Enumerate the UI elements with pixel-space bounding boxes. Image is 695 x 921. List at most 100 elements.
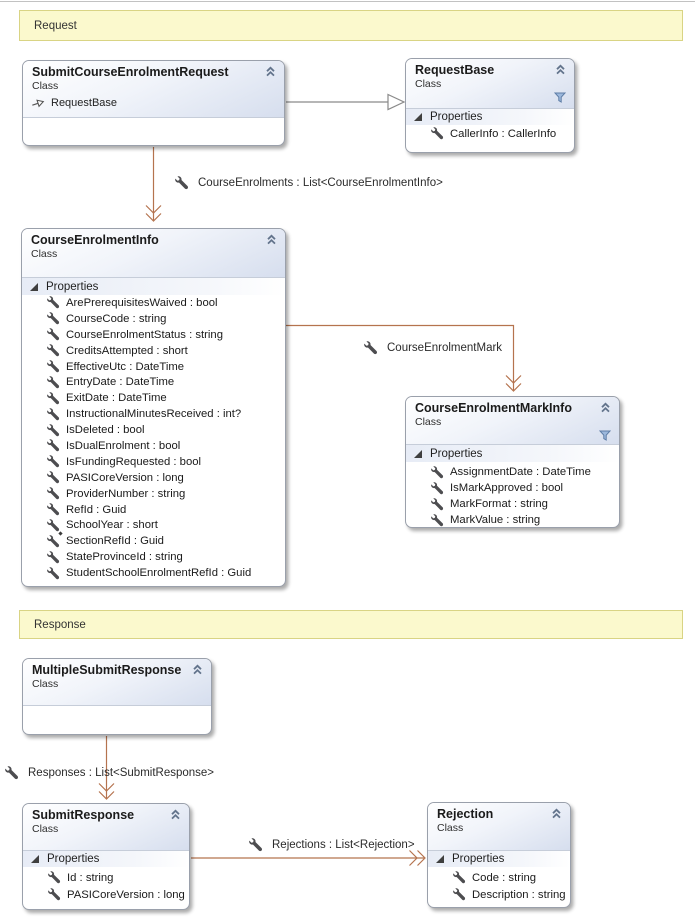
property-label: Description : string	[472, 888, 566, 901]
arrowhead-down-icon	[98, 783, 115, 800]
property-wrench-icon	[431, 497, 444, 511]
filter-funnel-icon[interactable]	[599, 430, 611, 441]
group-expander-icon[interactable]	[436, 855, 444, 863]
section-band-request[interactable]: Request	[19, 10, 683, 41]
group-expander-icon[interactable]	[30, 282, 38, 291]
property-wrench-icon	[47, 296, 60, 309]
section-band-response[interactable]: Response	[19, 610, 683, 639]
classbox-request-base[interactable]: RequestBase Class Properties CallerInfo …	[405, 58, 575, 153]
group-label: Properties	[430, 111, 483, 123]
property-wrench-icon-modified	[47, 519, 63, 536]
properties-group-row[interactable]: Properties	[428, 851, 570, 867]
property-wrench-icon	[47, 471, 60, 484]
property-row[interactable]: InstructionalMinutesReceived : int?	[22, 406, 285, 422]
property-label: CourseEnrolmentStatus : string	[66, 328, 223, 341]
property-label: CallerInfo : CallerInfo	[450, 127, 557, 140]
collapse-chevron-icon[interactable]	[555, 64, 566, 76]
property-row[interactable]: StudentSchoolEnrolmentRefId : Guid	[22, 565, 285, 581]
property-row[interactable]: AssignmentDate : DateTime	[406, 464, 619, 480]
group-expander-icon[interactable]	[414, 113, 422, 121]
property-wrench-icon	[47, 360, 60, 373]
property-wrench-icon	[5, 765, 19, 780]
collapse-chevron-icon[interactable]	[551, 808, 562, 820]
classbox-rejection[interactable]: Rejection Class Properties Code : string…	[427, 802, 571, 908]
group-expander-icon[interactable]	[31, 855, 39, 863]
inherits-row[interactable]: RequestBase	[32, 96, 276, 110]
property-wrench-icon	[47, 344, 60, 357]
property-row[interactable]: SchoolYear : short	[22, 517, 285, 536]
property-wrench-icon	[249, 837, 263, 852]
property-label: Id : string	[67, 871, 114, 884]
property-label: SectionRefId : Guid	[66, 535, 164, 548]
properties-group-row[interactable]: Properties	[406, 109, 574, 125]
properties-group-row[interactable]: Properties	[22, 278, 285, 295]
classbox-header: RequestBase Class	[406, 59, 574, 109]
property-row[interactable]: EntryDate : DateTime	[22, 374, 285, 390]
association-label-course-enrolments[interactable]: CourseEnrolments : List<CourseEnrolmentI…	[175, 175, 443, 190]
property-row[interactable]: PASICoreVersion : long	[23, 886, 189, 903]
filter-funnel-icon[interactable]	[554, 92, 566, 103]
inheritance-arrow-icon	[32, 97, 45, 109]
property-label: InstructionalMinutesReceived : int?	[66, 408, 242, 421]
property-row[interactable]: MarkFormat : string	[406, 496, 619, 512]
class-stereotype: Class	[32, 80, 59, 92]
property-wrench-icon	[431, 481, 444, 495]
classbox-header: MultipleSubmitResponse Class	[23, 659, 211, 706]
property-wrench-icon	[364, 340, 378, 355]
arrowhead-down-icon	[505, 375, 522, 392]
collapse-chevron-icon[interactable]	[266, 234, 277, 246]
property-wrench-icon	[47, 503, 60, 516]
class-title: Rejection	[437, 807, 494, 821]
property-row[interactable]: IsMarkApproved : bool	[406, 480, 619, 496]
property-wrench-icon	[431, 127, 444, 140]
property-row[interactable]: IsDualEnrolment : bool	[22, 438, 285, 454]
property-row[interactable]: IsFundingRequested : bool	[22, 454, 285, 470]
properties-group-row[interactable]: Properties	[406, 445, 619, 462]
collapse-chevron-icon[interactable]	[192, 664, 203, 676]
property-row[interactable]: MarkValue : string	[406, 512, 619, 527]
property-row[interactable]: CourseEnrolmentStatus : string	[22, 327, 285, 343]
property-row[interactable]: ArePrerequisitesWaived : bool	[22, 295, 285, 311]
property-wrench-icon	[47, 487, 60, 500]
property-row[interactable]: SectionRefId : Guid	[22, 533, 285, 549]
classbox-multiple-submit-response[interactable]: MultipleSubmitResponse Class	[22, 658, 212, 735]
properties-group-row[interactable]: Properties	[23, 851, 189, 867]
property-wrench-icon	[453, 871, 466, 884]
classbox-course-enrolment-info[interactable]: CourseEnrolmentInfo Class Properties Are…	[21, 228, 286, 587]
property-row[interactable]: PASICoreVersion : long	[22, 470, 285, 486]
property-row[interactable]: CallerInfo : CallerInfo	[406, 125, 574, 142]
classbox-course-enrolment-mark-info[interactable]: CourseEnrolmentMarkInfo Class Properties…	[405, 396, 620, 528]
property-row[interactable]: EffectiveUtc : DateTime	[22, 359, 285, 375]
property-row[interactable]: Id : string	[23, 869, 189, 886]
collapse-chevron-icon[interactable]	[265, 66, 276, 78]
property-row[interactable]: IsDeleted : bool	[22, 422, 285, 438]
class-title: CourseEnrolmentMarkInfo	[415, 401, 572, 415]
property-row[interactable]: CourseCode : string	[22, 311, 285, 327]
property-row[interactable]: ExitDate : DateTime	[22, 390, 285, 406]
property-wrench-icon	[47, 439, 60, 452]
property-row[interactable]: CreditsAttempted : short	[22, 343, 285, 359]
classbox-submit-response[interactable]: SubmitResponse Class Properties Id : str…	[22, 803, 190, 910]
classbox-submit-course-enrolment-request[interactable]: SubmitCourseEnrolmentRequest Class Reque…	[22, 60, 285, 146]
association-label-text: Responses : List<SubmitResponse>	[28, 766, 215, 779]
property-label: MarkFormat : string	[450, 498, 548, 510]
property-row[interactable]: ProviderNumber : string	[22, 486, 285, 502]
property-label: ArePrerequisitesWaived : bool	[66, 296, 218, 309]
group-expander-icon[interactable]	[414, 449, 422, 458]
property-row[interactable]: Description : string	[428, 886, 570, 903]
property-wrench-icon	[47, 407, 60, 421]
property-wrench-icon	[431, 465, 444, 479]
association-label-responses[interactable]: Responses : List<SubmitResponse>	[5, 765, 214, 780]
property-row[interactable]: Code : string	[428, 869, 570, 886]
collapse-chevron-icon[interactable]	[600, 402, 611, 414]
property-wrench-icon	[47, 423, 60, 437]
property-row[interactable]: RefId : Guid	[22, 502, 285, 518]
association-label-rejections[interactable]: Rejections : List<Rejection>	[249, 837, 415, 852]
classbox-header: Rejection Class	[428, 803, 570, 851]
collapse-chevron-icon[interactable]	[170, 809, 181, 821]
property-label: CourseCode : string	[66, 312, 167, 325]
property-row[interactable]: StateProvinceId : string	[22, 549, 285, 565]
class-stereotype: Class	[415, 78, 442, 90]
property-label: StudentSchoolEnrolmentRefId : Guid	[66, 567, 252, 580]
association-label-course-enrolment-mark[interactable]: CourseEnrolmentMark	[364, 340, 502, 355]
